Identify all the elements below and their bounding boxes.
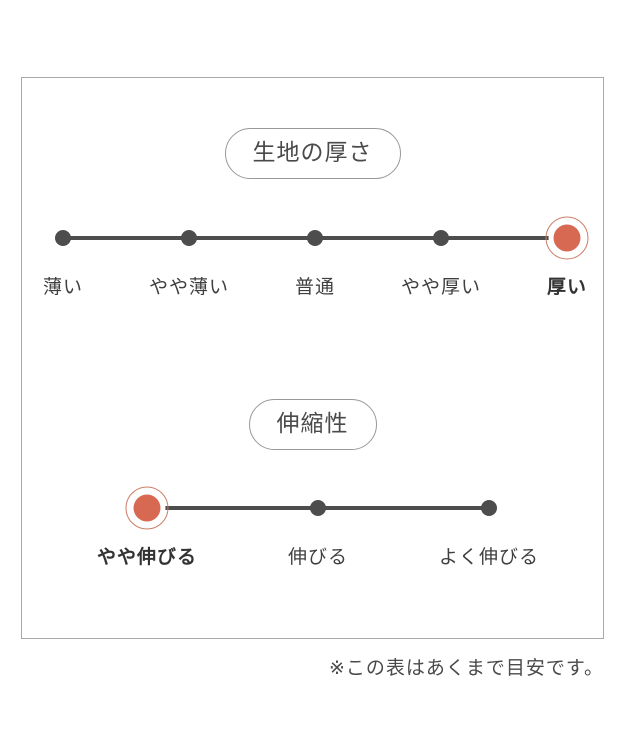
thickness-label-thin: 薄い	[42, 276, 84, 298]
thickness-label-normal: 普通	[294, 276, 336, 298]
thickness-dot-5-selected	[545, 216, 589, 260]
stretch-dot-1-selected	[125, 486, 169, 530]
thickness-label-somewhat-thin: やや薄い	[148, 276, 230, 298]
thickness-scale-title: 生地の厚さ	[224, 128, 401, 179]
thickness-dot-4	[433, 230, 449, 246]
stretch-dot-2	[310, 500, 326, 516]
thickness-label-somewhat-thick: やや厚い	[400, 276, 482, 298]
thickness-dot-1	[55, 230, 71, 246]
thickness-label-thick: 厚い	[546, 276, 588, 298]
thickness-dot-2	[181, 230, 197, 246]
stretch-dot-3	[481, 500, 497, 516]
thickness-dot-3	[307, 230, 323, 246]
stretch-label-somewhat-stretchy: やや伸びる	[96, 546, 198, 568]
stretch-label-stretchy: 伸びる	[287, 546, 349, 568]
stretch-label-very-stretchy: よく伸びる	[438, 546, 540, 568]
disclaimer-note: ※この表はあくまで目安です。	[328, 657, 604, 679]
stretch-scale-title: 伸縮性	[248, 399, 377, 450]
